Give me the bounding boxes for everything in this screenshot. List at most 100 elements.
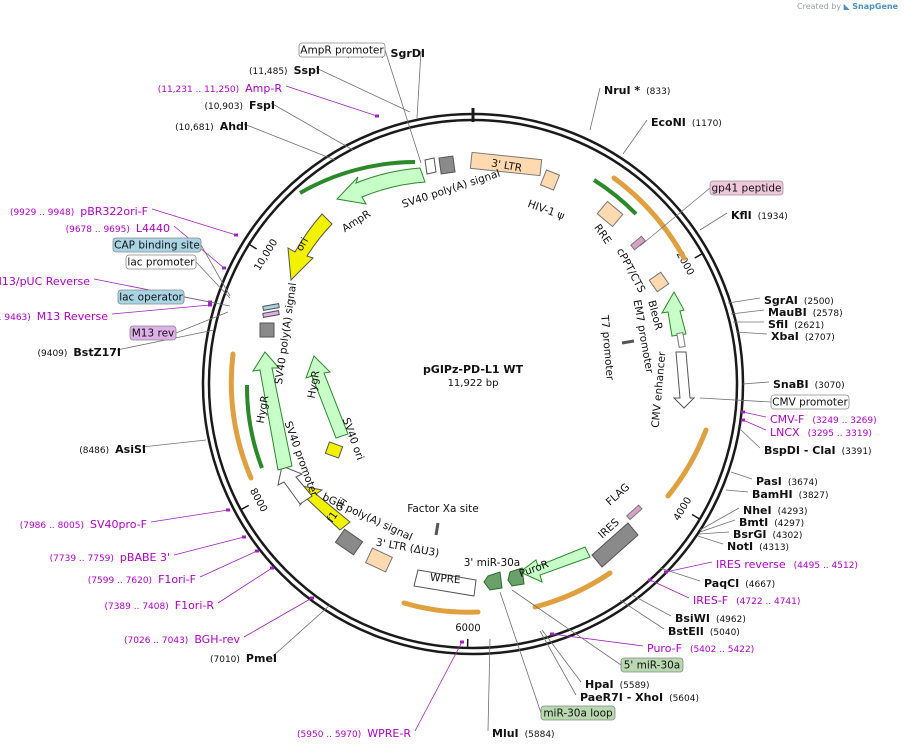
- primer-f1ori-f[interactable]: F1ori-F(7599 .. 7620): [88, 549, 259, 587]
- primer-ires-reverse[interactable]: IRES reverse(4495 .. 4512): [664, 558, 858, 574]
- site-sspi[interactable]: SspI(11,485): [249, 64, 411, 113]
- site-bamhi[interactable]: BamHI(3827): [725, 488, 829, 501]
- site-mlui[interactable]: MluI(5884): [487, 638, 555, 740]
- site-connector: [699, 507, 740, 531]
- primer-sv40pro-f[interactable]: SV40pro-F(7986 .. 8005): [20, 508, 230, 532]
- primer-pbabe-3-[interactable]: pBABE 3'(7739 .. 7759): [50, 535, 246, 565]
- primer-ires-f[interactable]: IRES-F(4722 .. 4741): [648, 578, 800, 608]
- site-sgrdi[interactable]: SgrDI(11,602): [346, 47, 425, 119]
- site-pmei[interactable]: PmeI(7010): [210, 604, 331, 665]
- site-xbai[interactable]: XbaI(2707): [735, 330, 835, 343]
- site-bsteii[interactable]: BstEII(5040): [619, 599, 740, 638]
- primer-mark: [208, 303, 212, 307]
- site-noti[interactable]: NotI(4313): [697, 535, 789, 553]
- primer-puro-f[interactable]: Puro-F(5402 .. 5422): [550, 632, 754, 656]
- snapgene-logo-icon: ◣: [843, 2, 850, 11]
- site-snabi[interactable]: SnaBI(3070): [742, 378, 845, 391]
- feature-box-ampr-promoter[interactable]: AmpR promoter: [298, 42, 422, 164]
- feature-connector: [175, 311, 229, 334]
- primer-name: M13/pUC Reverse: [0, 275, 90, 288]
- site-nrui-[interactable]: NruI *(833): [589, 84, 670, 131]
- site-paer7i-xhoi[interactable]: PaeR7I - XhoI(5604): [539, 630, 699, 704]
- site-sfii[interactable]: SfiI(2621): [733, 318, 824, 331]
- feature-box-label: 5' miR-30a: [624, 660, 681, 672]
- primer-name: SV40pro-F: [90, 518, 147, 531]
- site-connector: [141, 439, 207, 448]
- site-asisi[interactable]: AsiSI(8486): [79, 439, 207, 456]
- site-position: (2578): [813, 309, 843, 319]
- feature-box-lac-promoter[interactable]: lac promoter: [125, 254, 231, 299]
- site-sgrai[interactable]: SgrAI(2500): [727, 294, 834, 307]
- primer-name: F1ori-R: [175, 599, 215, 612]
- site-hpai[interactable]: HpaI(5589): [541, 629, 650, 691]
- site-name: BmtI: [739, 516, 768, 529]
- primer-lncx[interactable]: LNCX(3295 .. 3319): [741, 418, 872, 440]
- site-name: SnaBI: [773, 378, 809, 391]
- primer-f1ori-r[interactable]: F1ori-R (7389 .. 7408): [104, 566, 274, 613]
- feature-box-cmv-promoter[interactable]: CMV promoter: [699, 394, 850, 410]
- site-ahdi[interactable]: AhdI(10,681): [175, 120, 336, 161]
- feature-label-flag: FLAG: [604, 481, 632, 508]
- site-pasi[interactable]: PasI(3674): [730, 471, 818, 488]
- rre-box: [596, 200, 624, 228]
- feature-box-m13-rev[interactable]: M13 rev: [129, 311, 229, 341]
- site-bspdi-clai[interactable]: BspDI - ClaI(3391): [740, 429, 872, 457]
- site-position: (4293): [778, 507, 808, 517]
- primer-range: (9678 .. 9695): [66, 225, 130, 235]
- feature-box: [770, 394, 850, 410]
- primer-amp-r[interactable]: Amp-R(11,231 .. 11,250): [158, 82, 379, 118]
- feature-box-mir-30a-loop[interactable]: miR-30a loop: [499, 591, 616, 721]
- site-bmti[interactable]: BmtI(4297): [699, 516, 804, 533]
- gp41-box: [630, 235, 646, 251]
- ltr-3-box: [469, 151, 543, 177]
- site-fspi[interactable]: FspI(10,903): [204, 99, 354, 151]
- snapgene-credit: Created by ◣ SnapGene: [797, 2, 898, 11]
- site-nhei[interactable]: NheI(4293): [699, 504, 808, 531]
- primer-range: (7389 .. 7408): [104, 602, 168, 612]
- site-position: (2621): [794, 321, 824, 331]
- primer-bgh-rev[interactable]: BGH-rev(7026 .. 7043): [124, 596, 314, 647]
- site-bstz17i[interactable]: BstZ17I(9409): [37, 329, 215, 359]
- site-bsrgi[interactable]: BsrGI(4302): [698, 528, 802, 541]
- site-name: BsiWI: [675, 612, 710, 625]
- feature-box: [298, 42, 386, 58]
- primer-name: WPRE-R: [367, 727, 411, 740]
- site-connector: [541, 629, 582, 683]
- site-maubi[interactable]: MauBI (2578): [730, 306, 843, 319]
- site-econi[interactable]: EcoNI(1170): [622, 116, 722, 155]
- orf-arc-bottom: [532, 570, 613, 610]
- primer-mark: [226, 508, 230, 512]
- primer-cmv-f[interactable]: CMV-F(3249 .. 3269): [741, 410, 877, 427]
- feature-label-sv40-poly-a-signal: SV40 poly(A) signal: [273, 282, 299, 385]
- site-kfli[interactable]: KflI(1934): [699, 209, 788, 231]
- feature-box-5-mir-30a[interactable]: 5' miR-30a: [511, 589, 684, 673]
- primer-mark: [741, 410, 745, 414]
- tick-label: 4000: [672, 495, 694, 522]
- primer-pbr322ori-f[interactable]: pBR322ori-F(9929 .. 9948): [10, 205, 238, 237]
- site-paqci[interactable]: PaqCI(4667): [659, 567, 775, 590]
- feature-box-cap-binding-site[interactable]: CAP binding site: [112, 237, 231, 297]
- site-connector: [742, 381, 770, 385]
- primer-connector: [243, 597, 313, 638]
- site-name: KflI: [731, 209, 752, 222]
- tick-mark: [691, 513, 700, 520]
- ires-box: [591, 522, 639, 568]
- site-bsiwi[interactable]: BsiWI(4962): [629, 593, 746, 625]
- ltr-du3-box: [364, 547, 394, 573]
- feature-box-lac-operator[interactable]: lac operator: [117, 289, 231, 307]
- primer-mark: [242, 535, 246, 539]
- site-position: (4667): [745, 580, 775, 590]
- primer-connector: [111, 304, 211, 315]
- orf-arc-bottom-left: [401, 600, 481, 615]
- primer-connector: [150, 509, 229, 523]
- feature-box-gp41-peptide[interactable]: gp41 peptide: [639, 180, 784, 247]
- primer-connector: [551, 633, 644, 647]
- feature-box-label: CAP binding site: [114, 240, 200, 252]
- primer-m13-reverse[interactable]: M13 Reverse(9447 .. 9463): [0, 303, 212, 324]
- primer-wpre-r[interactable]: WPRE-R(5950 .. 5970): [297, 640, 464, 741]
- primer-range: (7599 .. 7620): [88, 576, 152, 586]
- site-name: AhdI: [220, 120, 248, 133]
- site-name: MauBI: [768, 306, 807, 319]
- feature-connector: [183, 296, 231, 307]
